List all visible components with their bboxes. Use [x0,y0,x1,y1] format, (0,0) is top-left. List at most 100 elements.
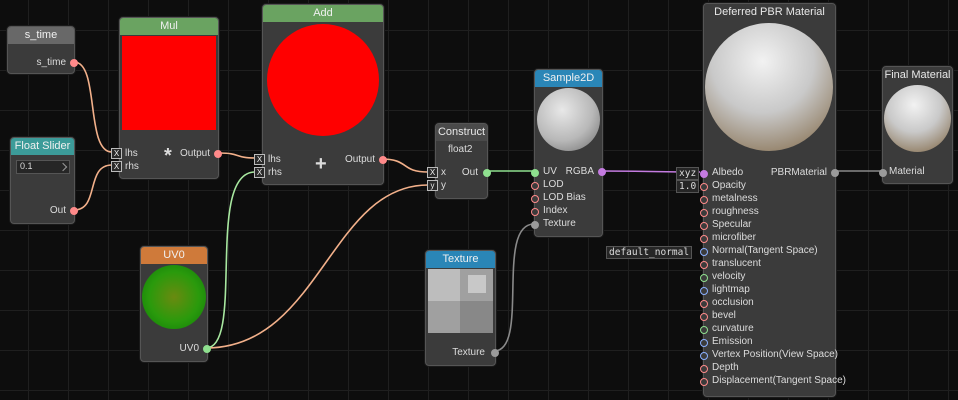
node-title: Mul [120,18,218,35]
normal-value-chip[interactable]: default_normal [606,246,693,259]
final-sphere-preview [884,85,951,152]
input-pin[interactable] [700,352,708,360]
input-label: Displacement(Tangent Space) [712,375,846,386]
node-title: s_time [8,27,74,44]
output-pin[interactable] [598,168,606,176]
input-pin[interactable] [531,195,539,203]
node-subtitle: float2 [448,144,473,155]
wire-uv0-to-construct-y [205,184,429,349]
node-float-slider[interactable]: Float Slider 0.1 Out [10,137,78,224]
input-label: Depth [712,362,739,373]
output-pin[interactable] [483,169,491,177]
output-pin[interactable] [203,345,211,353]
node-mul[interactable]: Mul X lhs X rhs * Output [111,17,222,179]
node-title: Texture [426,251,495,268]
input-tag: y [427,180,438,191]
input-pin[interactable] [700,209,708,217]
input-pin[interactable] [700,183,708,191]
node-sample2d[interactable]: Sample2D UV LOD LOD Bias Index Texture R… [531,69,606,237]
input-pin[interactable] [700,287,708,295]
input-pin[interactable] [700,313,708,321]
input-pin[interactable] [700,222,708,230]
input-label: LOD Bias [543,192,586,203]
node-title: Final Material [883,67,952,84]
output-pin[interactable] [491,349,499,357]
input-label: Albedo [712,167,744,178]
input-label: metalness [712,193,758,204]
output-label: RGBA [565,166,594,177]
node-texture[interactable]: Texture Texture [425,250,499,366]
input-label: Emission [712,336,753,347]
input-pin[interactable] [700,300,708,308]
input-y-label: y [441,180,446,191]
wire-texture-to-sample-texture [493,223,535,352]
output-pin[interactable] [831,169,839,177]
input-label: Normal(Tangent Space) [712,245,818,256]
input-pin-albedo[interactable] [700,170,708,178]
albedo-value-chip[interactable]: xyz [676,167,700,180]
wire-uv0-to-add-rhs [205,171,256,349]
input-pin[interactable] [700,261,708,269]
wire-stime-to-mul-lhs [73,61,113,153]
resize-grip-icon[interactable] [58,162,68,172]
node-title: Deferred PBR Material [704,4,835,21]
input-label: bevel [712,310,736,321]
input-label: lightmap [712,284,750,295]
output-pin[interactable] [70,59,78,67]
input-pin[interactable] [531,169,539,177]
input-label: Texture [543,218,576,229]
output-label: Output [179,148,210,159]
output-pin[interactable] [214,150,222,158]
input-pin[interactable] [700,274,708,282]
input-label: Specular [712,219,752,230]
node-pbr-material[interactable]: Deferred PBR Material xyz 1.0 default_no… [606,3,846,397]
input-lhs-label: lhs [268,154,281,165]
input-pin[interactable] [531,221,539,229]
input-lhs-label: lhs [125,148,138,159]
output-label: Texture [452,347,485,358]
input-label: curvature [712,323,754,334]
opacity-value-chip[interactable]: 1.0 [676,180,700,193]
wire-slider-to-mul-rhs [73,164,113,211]
input-label: microfiber [712,232,756,243]
input-label: occlusion [712,297,754,308]
input-label: UV [543,166,557,177]
input-tag: X [111,161,122,172]
output-label: UV0 [179,343,199,354]
input-label: velocity [712,271,746,282]
input-pin[interactable] [700,326,708,334]
slider-value: 0.1 [20,161,33,171]
node-add[interactable]: Add X lhs X rhs + Output [254,4,387,185]
uv-gradient-preview [142,265,206,329]
wire-add-to-construct-x [380,158,429,173]
input-label: translucent [712,258,761,269]
input-tag: X [254,167,265,178]
input-pin[interactable] [700,248,708,256]
node-title: Add [263,5,383,22]
input-pin[interactable] [700,235,708,243]
node-title: Sample2D [535,70,602,87]
output-pin[interactable] [379,156,387,164]
output-pin[interactable] [70,207,78,215]
input-label: Opacity [712,180,746,191]
node-uv0[interactable]: UV0 UV0 [140,246,211,362]
wire-mul-to-add-lhs [219,152,256,159]
input-pin[interactable] [700,378,708,386]
node-s-time[interactable]: s_time s_time [7,26,78,74]
input-pin[interactable] [531,208,539,216]
input-tag: X [111,148,122,159]
node-construct[interactable]: Construct float2 X x y y Out [427,123,491,199]
input-rhs-label: rhs [125,161,139,172]
input-pin[interactable] [700,365,708,373]
input-label: Index [543,205,568,216]
input-pin[interactable] [700,339,708,347]
input-x-label: x [441,167,446,178]
node-final-material[interactable]: Final Material Material [879,66,953,184]
input-pin[interactable] [531,182,539,190]
input-pin[interactable] [879,169,887,177]
input-label: Material [889,166,925,177]
slider-value-field[interactable]: 0.1 [16,160,70,174]
input-pin[interactable] [700,196,708,204]
input-label: Vertex Position(View Space) [712,349,838,360]
output-label: Out [49,205,66,216]
